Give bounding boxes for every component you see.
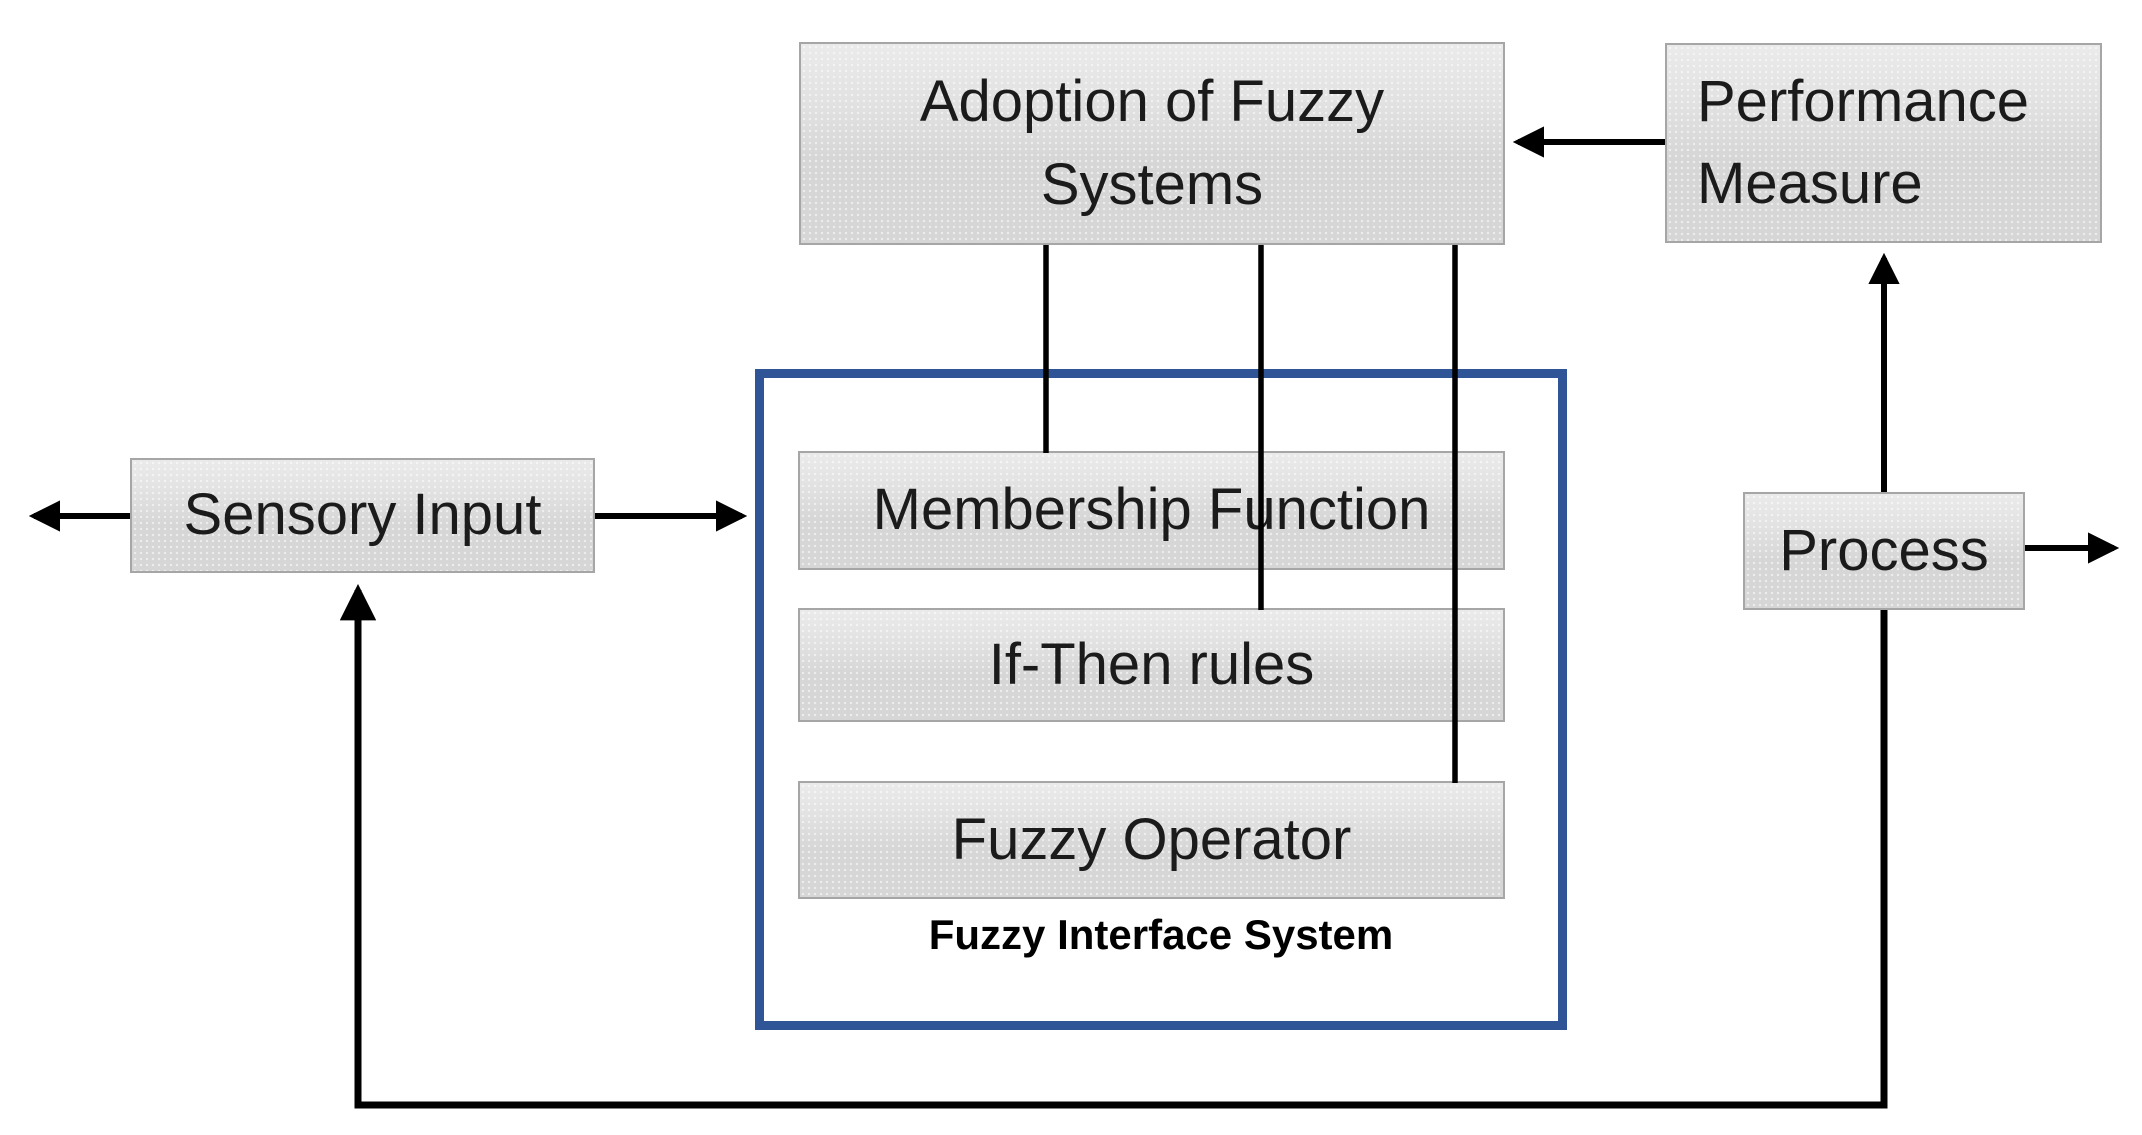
node-process: Process	[1743, 492, 2025, 610]
node-fuzzy-operator: Fuzzy Operator	[798, 781, 1505, 899]
node-label: Membership Function	[872, 477, 1431, 543]
node-label: If-Then rules	[988, 631, 1315, 697]
node-sensory-input: Sensory Input	[130, 458, 595, 573]
node-label: Sensory Input	[183, 482, 542, 548]
node-label: Adoption of Fuzzy Systems	[919, 69, 1385, 217]
fuzzy-interface-system-label: Fuzzy Interface System	[928, 911, 1394, 958]
node-membership-function: Membership Function	[798, 451, 1505, 570]
node-label: Fuzzy Operator	[951, 806, 1352, 872]
node-label: Process	[1779, 517, 1989, 583]
node-if-then-rules: If-Then rules	[798, 608, 1505, 722]
node-label: Performance Measure	[1697, 68, 2030, 216]
node-performance-measure: Performance Measure	[1665, 43, 2102, 243]
node-adoption-of-fuzzy-systems: Adoption of Fuzzy Systems	[799, 42, 1505, 245]
